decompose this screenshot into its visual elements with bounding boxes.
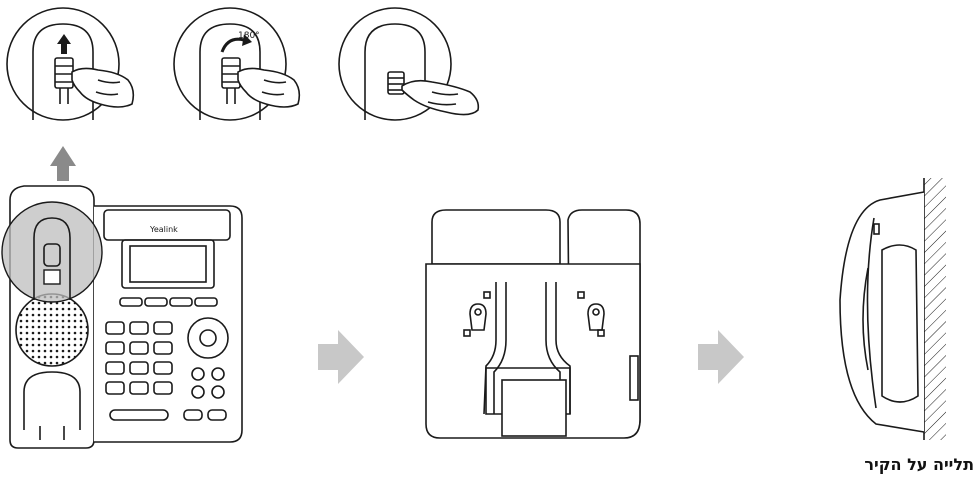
step-circle-3 [339, 8, 478, 120]
wall [924, 178, 946, 440]
right-arrow-icon [698, 330, 744, 384]
right-arrow-icon [318, 330, 364, 384]
step-circle-2: 180° [174, 8, 299, 120]
up-arrow-icon [50, 146, 76, 181]
phone-brand: Yealink [149, 225, 178, 234]
desk-phone-back [426, 210, 640, 438]
wall-mounted-phone-side [840, 178, 946, 440]
svg-text:180°: 180° [238, 31, 260, 41]
wall-mount-caption: תלייה על הקיר [828, 455, 974, 474]
step-circle-1 [7, 8, 133, 120]
hook-highlight [2, 202, 102, 302]
